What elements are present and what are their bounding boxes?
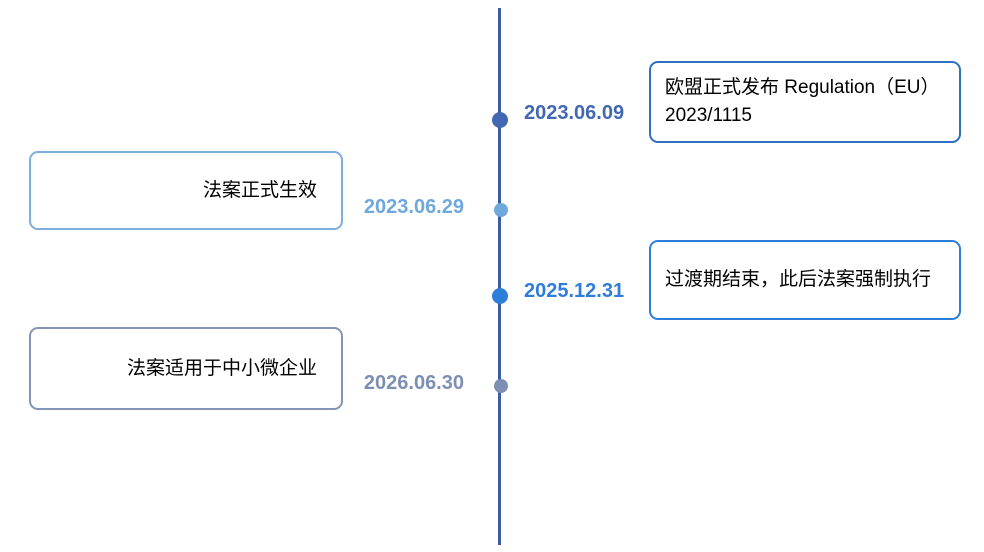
timeline-date-1: 2023.06.09 — [524, 102, 625, 124]
timeline-dot-3 — [492, 288, 508, 304]
timeline-axis — [498, 8, 501, 545]
timeline-dot-2 — [494, 203, 508, 217]
timeline-card-3-text: 过渡期结束，此后法案强制执行 — [665, 269, 932, 291]
timeline-dot-4 — [494, 379, 508, 393]
timeline-card-4: 法案适用于中小微企业 — [29, 327, 343, 410]
timeline-card-2-text: 法案正式生效 — [202, 179, 317, 201]
timeline-card-1-text: 欧盟正式发布 Regulation（EU）2023/1115 — [665, 77, 940, 126]
timeline-date-4: 2026.06.30 — [363, 372, 464, 394]
timeline-card-4-text: 法案适用于中小微企业 — [126, 357, 317, 379]
timeline-dot-1 — [492, 112, 508, 128]
timeline-card-2: 法案正式生效 — [29, 151, 343, 230]
timeline-date-3: 2025.12.31 — [524, 280, 625, 302]
timeline-card-3: 过渡期结束，此后法案强制执行 — [649, 240, 961, 320]
timeline-card-1: 欧盟正式发布 Regulation（EU）2023/1115 — [649, 61, 961, 143]
timeline-date-2: 2023.06.29 — [363, 196, 464, 218]
